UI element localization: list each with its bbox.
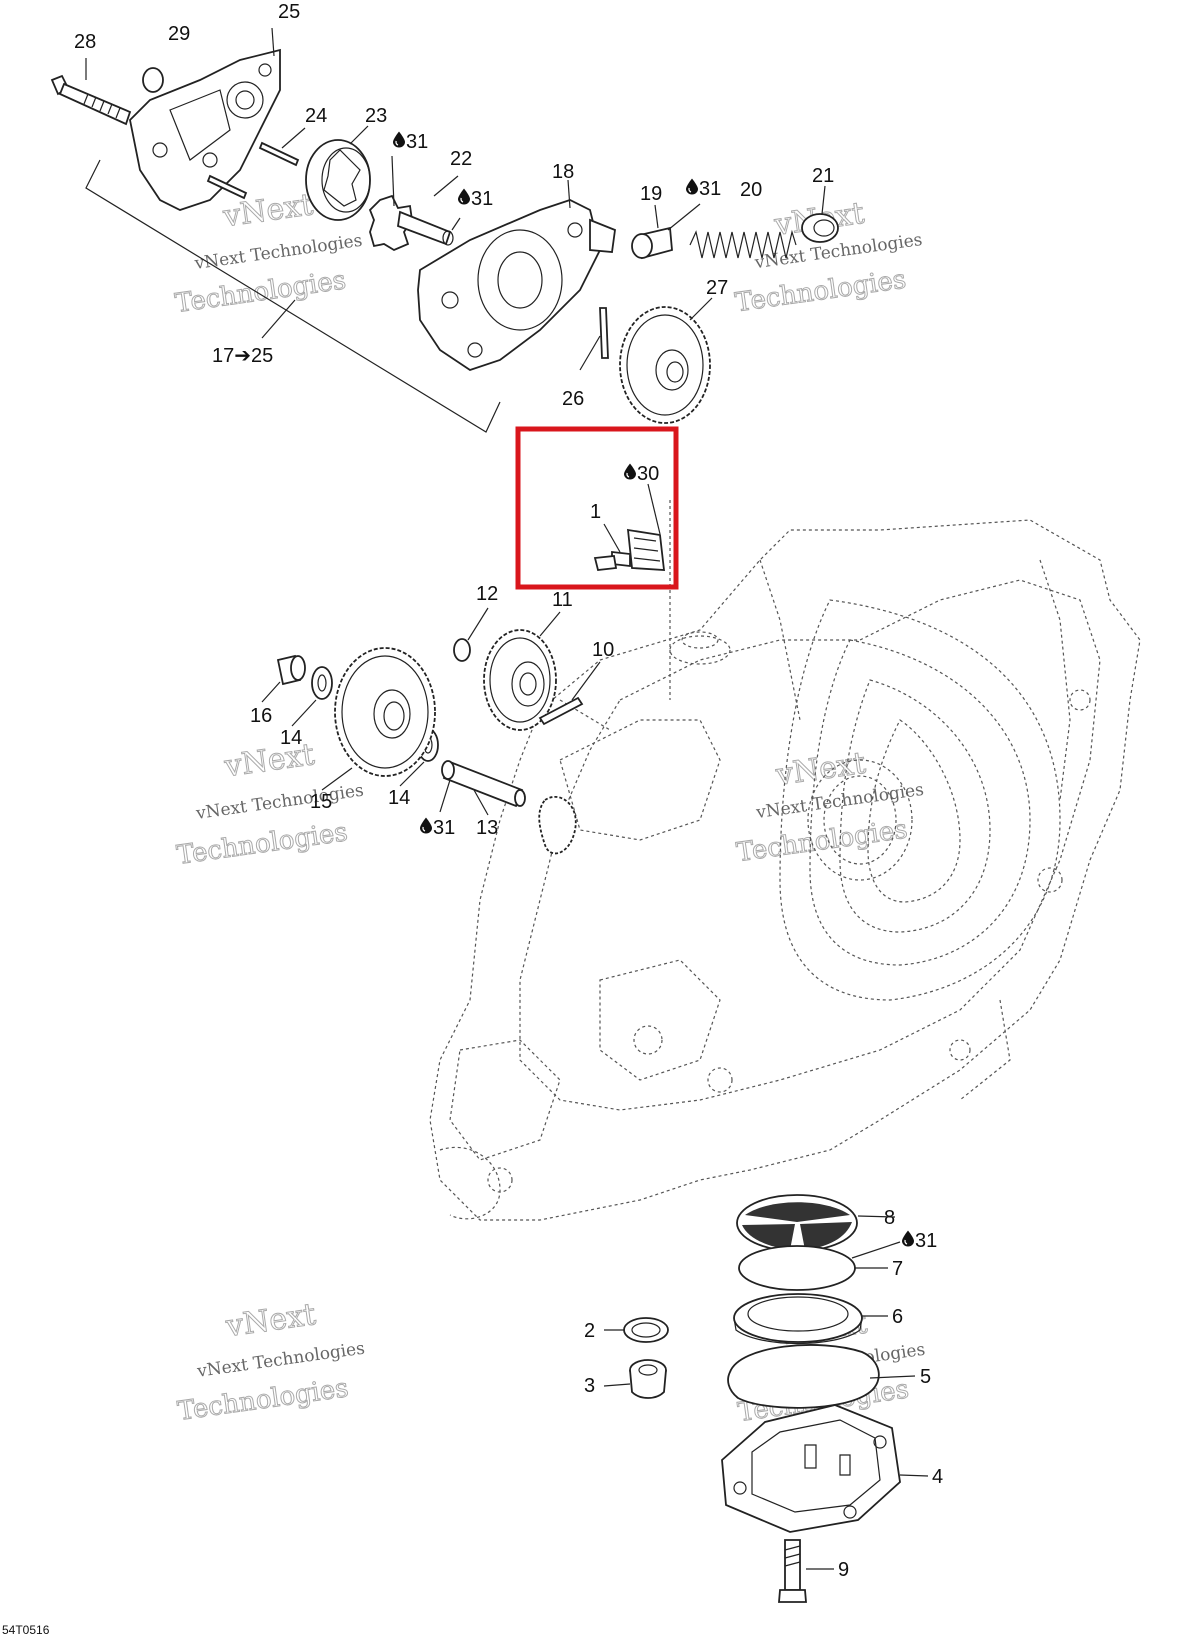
part-26-pin <box>599 307 609 359</box>
label-16: 16 <box>250 705 272 727</box>
figure-code: 54T0516 <box>2 1623 50 1637</box>
part-5-gasket <box>727 1344 880 1409</box>
label-28: 28 <box>74 31 96 53</box>
label-19: 19 <box>640 183 662 205</box>
assembly-bracket-17-25 <box>85 159 501 433</box>
label-1: 1 <box>590 501 601 523</box>
label-23: 23 <box>365 105 387 127</box>
crankcase-outline <box>429 500 1141 1221</box>
watermark-mid-left: vNext vNext Technologies Technologies <box>174 737 365 872</box>
part-18-pump-housing <box>417 199 616 371</box>
watermark-bottom-left: vNext vNext Technologies Technologies <box>175 1297 366 1428</box>
part-7-o-ring <box>738 1245 856 1291</box>
part-4-cover <box>721 1404 901 1533</box>
part-15-gear <box>334 647 436 777</box>
label-14-a: 14 <box>280 727 302 749</box>
label-5: 5 <box>920 1366 931 1388</box>
svg-text:Technologies: Technologies <box>175 817 350 871</box>
part-27-gear <box>619 306 711 424</box>
part-10-pin <box>538 696 584 726</box>
oil-drop-icon <box>393 131 405 148</box>
label-30: 30 <box>637 463 659 485</box>
label-6: 6 <box>892 1306 903 1328</box>
oil-drop-icon <box>420 817 432 834</box>
label-27: 27 <box>706 277 728 299</box>
label-22: 22 <box>450 148 472 170</box>
part-11-gear <box>483 629 557 731</box>
label-25: 25 <box>278 1 300 23</box>
label-26: 26 <box>562 388 584 410</box>
watermark-mid-right: vNext vNext Technologies Technologies <box>734 745 925 868</box>
label-12: 12 <box>476 583 498 605</box>
label-21: 21 <box>812 165 834 187</box>
part-24-pins <box>206 141 300 200</box>
label-20: 20 <box>740 179 762 201</box>
part-23-outer-rotor <box>305 139 371 221</box>
label-31-a: 31 <box>406 131 428 153</box>
part-19-piston <box>631 226 673 260</box>
part-28-bolt <box>50 74 132 126</box>
label-31-e: 31 <box>915 1230 937 1252</box>
part-6-ring <box>733 1293 863 1345</box>
label-17-25: 17➔25 <box>212 345 273 367</box>
label-8: 8 <box>884 1207 895 1229</box>
svg-text:vNext: vNext <box>223 1297 318 1344</box>
label-29: 29 <box>168 23 190 45</box>
svg-text:vNext: vNext <box>773 746 868 793</box>
watermark-top-right: vNext vNext Technologies Technologies <box>733 195 924 318</box>
label-24: 24 <box>305 105 327 127</box>
svg-text:vNext: vNext <box>222 737 317 784</box>
oil-drop-icon <box>686 178 698 195</box>
oil-drop-icon <box>902 1230 914 1247</box>
label-11: 11 <box>552 589 573 611</box>
part-16-bushing <box>276 654 306 686</box>
part-12-circlip <box>453 638 471 662</box>
label-9: 9 <box>838 1559 849 1581</box>
part-13-shaft <box>441 760 526 808</box>
label-3: 3 <box>584 1375 595 1397</box>
part-8-strainer <box>736 1194 858 1252</box>
part-29-o-ring <box>142 67 164 93</box>
part-3-drain-plug <box>629 1359 667 1399</box>
label-31-b: 31 <box>471 188 493 210</box>
part-25-pump-cover <box>129 48 281 211</box>
highlight-box <box>515 426 679 590</box>
label-2: 2 <box>584 1320 595 1342</box>
part-2-washer <box>623 1317 669 1343</box>
part-20-spring <box>689 229 797 259</box>
label-14-b: 14 <box>388 787 410 809</box>
oil-drop-icon <box>458 188 470 205</box>
label-15: 15 <box>310 791 332 813</box>
part-1-oil-pressure-sensor <box>593 483 666 571</box>
label-31-d: 31 <box>433 817 455 839</box>
oil-drop-icon <box>624 463 636 480</box>
label-7: 7 <box>892 1258 903 1280</box>
part-22-inner-rotor <box>368 194 454 252</box>
label-4: 4 <box>932 1466 943 1488</box>
part-9-bolt <box>778 1539 807 1603</box>
leader-lines <box>85 27 929 1570</box>
label-31-c: 31 <box>699 178 721 200</box>
part-chain <box>538 795 577 855</box>
label-18: 18 <box>552 161 574 183</box>
label-10: 10 <box>592 639 614 661</box>
part-14-washer-upper <box>311 666 333 700</box>
part-21-plug <box>801 213 839 243</box>
label-13: 13 <box>476 817 498 839</box>
